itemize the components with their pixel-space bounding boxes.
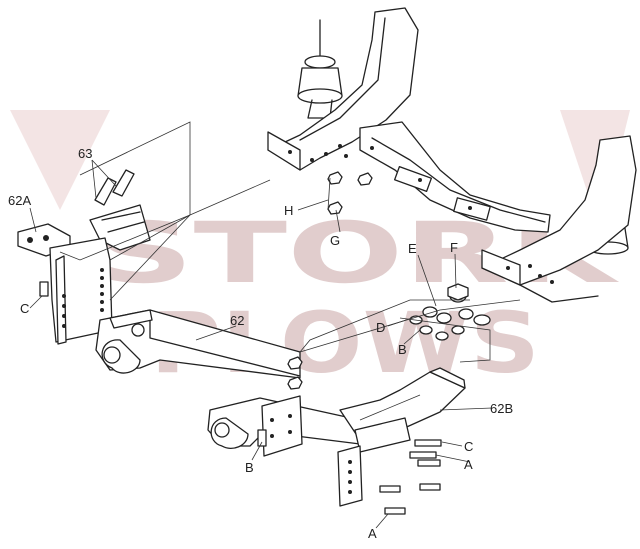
callout-D: D xyxy=(376,320,385,335)
part-62A-left-mount-plate xyxy=(17,223,113,345)
callout-H: H xyxy=(284,203,293,218)
callout-B-lower: B xyxy=(245,460,254,475)
right-rail-end xyxy=(481,249,521,286)
leader-lines xyxy=(29,159,493,529)
grouping-lines xyxy=(59,121,521,421)
callout-62A: 62A xyxy=(8,193,31,208)
callout-G: G xyxy=(330,233,340,248)
bolts xyxy=(379,439,442,515)
callout-labels: 63 62A 62 62B H G F E D B B C C A A xyxy=(8,146,513,541)
callout-63: 63 xyxy=(78,146,92,161)
vehicle-frame xyxy=(267,7,637,303)
callout-A-bottom: A xyxy=(368,526,377,541)
left-rail-end xyxy=(267,131,301,171)
callout-B-upper: B xyxy=(398,342,407,357)
callout-C-left: C xyxy=(20,301,29,316)
callout-C-right: C xyxy=(464,439,473,454)
left-strut xyxy=(297,19,343,119)
watermark-emblem-left xyxy=(10,110,110,210)
left-frame-rail xyxy=(267,7,419,171)
callout-E: E xyxy=(408,241,417,256)
cross-member xyxy=(359,121,551,233)
part-62-lower-hitch-plate xyxy=(207,356,361,457)
part-62B-right-mount-bracket xyxy=(337,367,466,507)
callout-F: F xyxy=(450,240,458,255)
callout-62: 62 xyxy=(230,313,244,328)
part-62-upper-hitch-plate xyxy=(95,309,301,379)
callout-62B: 62B xyxy=(490,401,513,416)
callout-A-right: A xyxy=(464,457,473,472)
